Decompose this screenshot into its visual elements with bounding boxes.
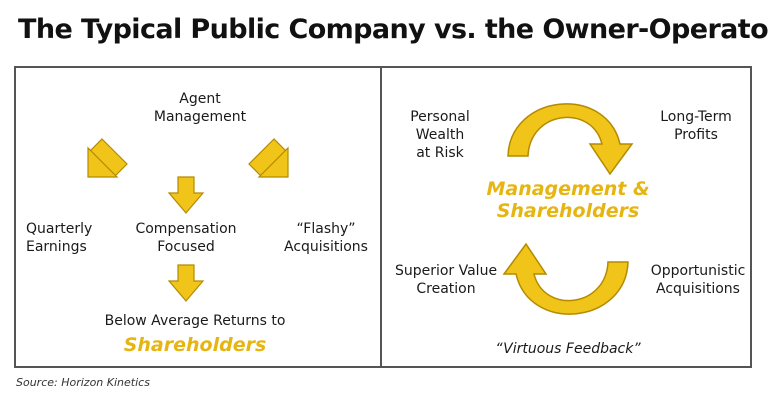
cycle-arrows-icon (502, 103, 634, 315)
agent-management-label: Agent Management (153, 91, 247, 125)
quarterly-earnings-label: Quarterly Earnings (26, 221, 93, 255)
owner-operator-panel: Personal Wealth at Risk Long-Term Profit… (380, 66, 752, 368)
below-average-label: Below Average Returns to (104, 313, 286, 329)
compensation-focused-label: Compensation Focused (135, 221, 237, 255)
shareholders-label: Shareholders (123, 334, 267, 356)
flashy-acquisitions-label: “Flashy” Acquisitions (284, 221, 368, 255)
arrow-down-icon-bottom (167, 264, 205, 302)
opportunistic-acquisitions-label: Opportunistic Acquisitions (650, 263, 746, 297)
arrow-down-right-icon (248, 138, 289, 178)
arrow-down-left-icon (87, 138, 128, 178)
page-title: The Typical Public Company vs. the Owner… (18, 14, 768, 45)
personal-wealth-label: Personal Wealth at Risk (410, 109, 470, 161)
arrow-down-icon-top (167, 176, 205, 214)
typical-company-panel: Agent Management Quarterly Earnings Comp… (14, 66, 382, 368)
management-shareholders-label: Management & Shareholders (486, 178, 650, 222)
superior-value-label: Superior Value Creation (394, 263, 498, 297)
source-note: Source: Horizon Kinetics (16, 376, 150, 389)
long-term-profits-label: Long-Term Profits (660, 109, 732, 143)
virtuous-feedback-label: “Virtuous Feedback” (495, 341, 641, 357)
